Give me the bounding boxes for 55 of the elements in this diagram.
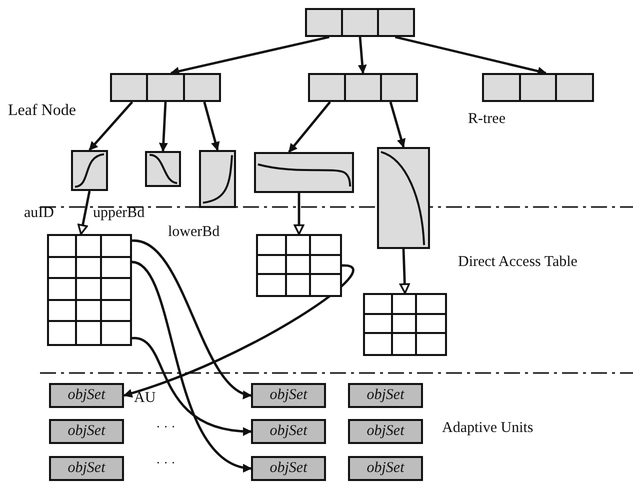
arrow <box>158 102 168 152</box>
text-label: · · · <box>156 456 176 470</box>
arrow <box>203 102 220 151</box>
adaptive-unit-box <box>49 383 124 408</box>
text-label: auID <box>24 205 54 222</box>
adaptive-unit-box <box>49 456 124 481</box>
leaf-curve-box <box>199 150 236 208</box>
arrow <box>288 101 331 153</box>
adaptive-unit-box <box>348 383 423 408</box>
node-label: objSet <box>268 424 308 439</box>
adaptive-unit-box <box>251 383 326 408</box>
arrow <box>358 36 367 74</box>
tree-node-box <box>110 73 221 102</box>
arrow <box>170 36 330 76</box>
text-label: upperBd <box>93 205 145 222</box>
text-label: · · · <box>156 420 176 434</box>
table-grid <box>363 293 447 356</box>
arrow <box>132 260 252 471</box>
text-label: lowerBd <box>168 224 220 240</box>
leaf-curve-box <box>254 152 354 193</box>
node-label: objSet <box>268 388 308 403</box>
node-label: objSet <box>366 388 406 403</box>
text-label: Direct Access Table <box>458 254 578 270</box>
node-label: objSet <box>66 461 106 476</box>
adaptive-unit-box <box>49 419 124 444</box>
arrow <box>294 193 304 235</box>
leaf-curve-box <box>145 151 181 187</box>
arrow <box>132 336 252 436</box>
table-grid <box>256 234 342 297</box>
text-label: Adaptive Units <box>442 420 534 436</box>
arrow <box>394 36 547 76</box>
arrow <box>399 248 410 294</box>
text-label: AU <box>134 390 156 406</box>
node-label: objSet <box>66 388 106 403</box>
tree-node-box <box>305 8 415 37</box>
table-grid <box>47 234 132 346</box>
text-label: R-tree <box>468 111 506 128</box>
leaf-curve-box <box>71 150 108 191</box>
node-label: objSet <box>366 424 406 439</box>
arrow <box>78 190 91 235</box>
leaf-curve-box <box>377 147 430 249</box>
adaptive-unit-box <box>348 419 423 444</box>
tree-node-box <box>308 73 418 102</box>
text-label: Leaf Node <box>8 102 76 120</box>
node-label: objSet <box>66 424 106 439</box>
arrow <box>123 264 354 398</box>
node-label: objSet <box>366 461 406 476</box>
arrow <box>389 102 406 148</box>
adaptive-unit-box <box>251 456 326 481</box>
arrow <box>132 240 252 398</box>
node-label: objSet <box>268 461 308 476</box>
arrow <box>88 101 134 151</box>
adaptive-unit-box <box>348 456 423 481</box>
adaptive-unit-box <box>251 419 326 444</box>
tree-node-box <box>482 73 594 102</box>
